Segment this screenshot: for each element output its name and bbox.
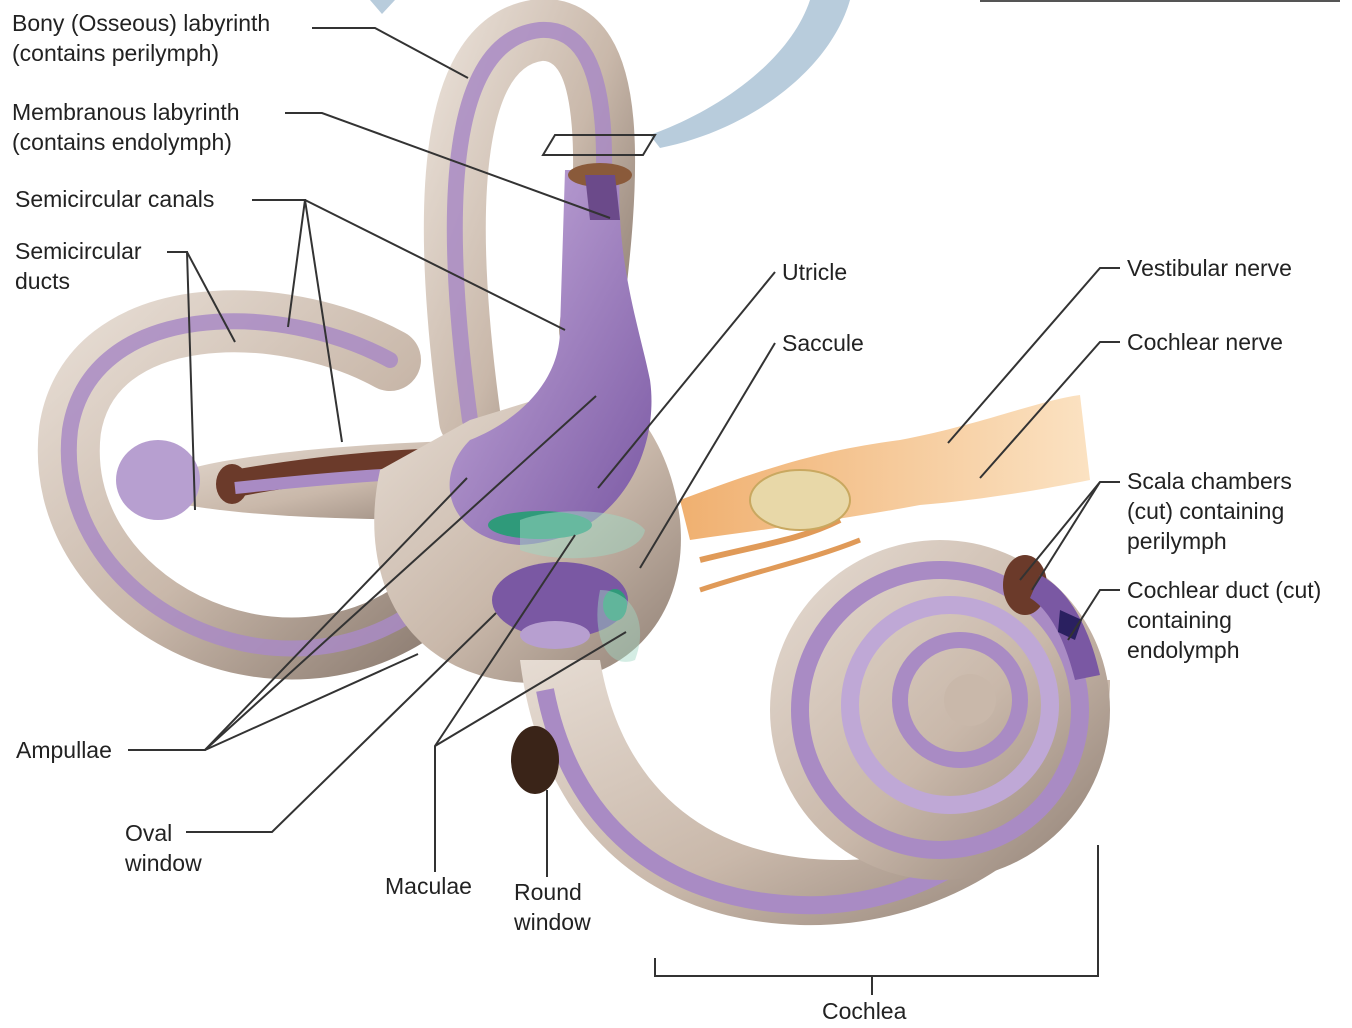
scala-chambers-label: Scala chambers (cut) containing perilymp… bbox=[1127, 466, 1292, 556]
vestibular-nerve-label: Vestibular nerve bbox=[1127, 253, 1292, 283]
bony-labyrinth-label: Bony (Osseous) labyrinth (contains peril… bbox=[12, 8, 270, 68]
semicircular-canals-label: Semicircular canals bbox=[15, 184, 214, 214]
view-arrow bbox=[650, 0, 850, 148]
round-window-opening bbox=[511, 726, 559, 794]
vestibule bbox=[374, 135, 681, 683]
view-arrow-left bbox=[370, 0, 395, 14]
cochlea-label: Cochlea bbox=[822, 996, 906, 1026]
saccule-label: Saccule bbox=[782, 328, 864, 358]
round-window-label: Round window bbox=[514, 877, 591, 937]
maculae-label: Maculae bbox=[385, 871, 472, 901]
oval-window-label: Oval window bbox=[125, 818, 202, 878]
semicircular-ducts-label: Semicircular ducts bbox=[15, 236, 142, 296]
ampullae-label: Ampullae bbox=[16, 735, 112, 765]
membranous-labyrinth-label: Membranous labyrinth (contains endolymph… bbox=[12, 97, 240, 157]
cochlear-nerve-label: Cochlear nerve bbox=[1127, 327, 1283, 357]
cochlear-duct-label: Cochlear duct (cut) containing endolymph bbox=[1127, 575, 1321, 665]
utricle-label: Utricle bbox=[782, 257, 847, 287]
